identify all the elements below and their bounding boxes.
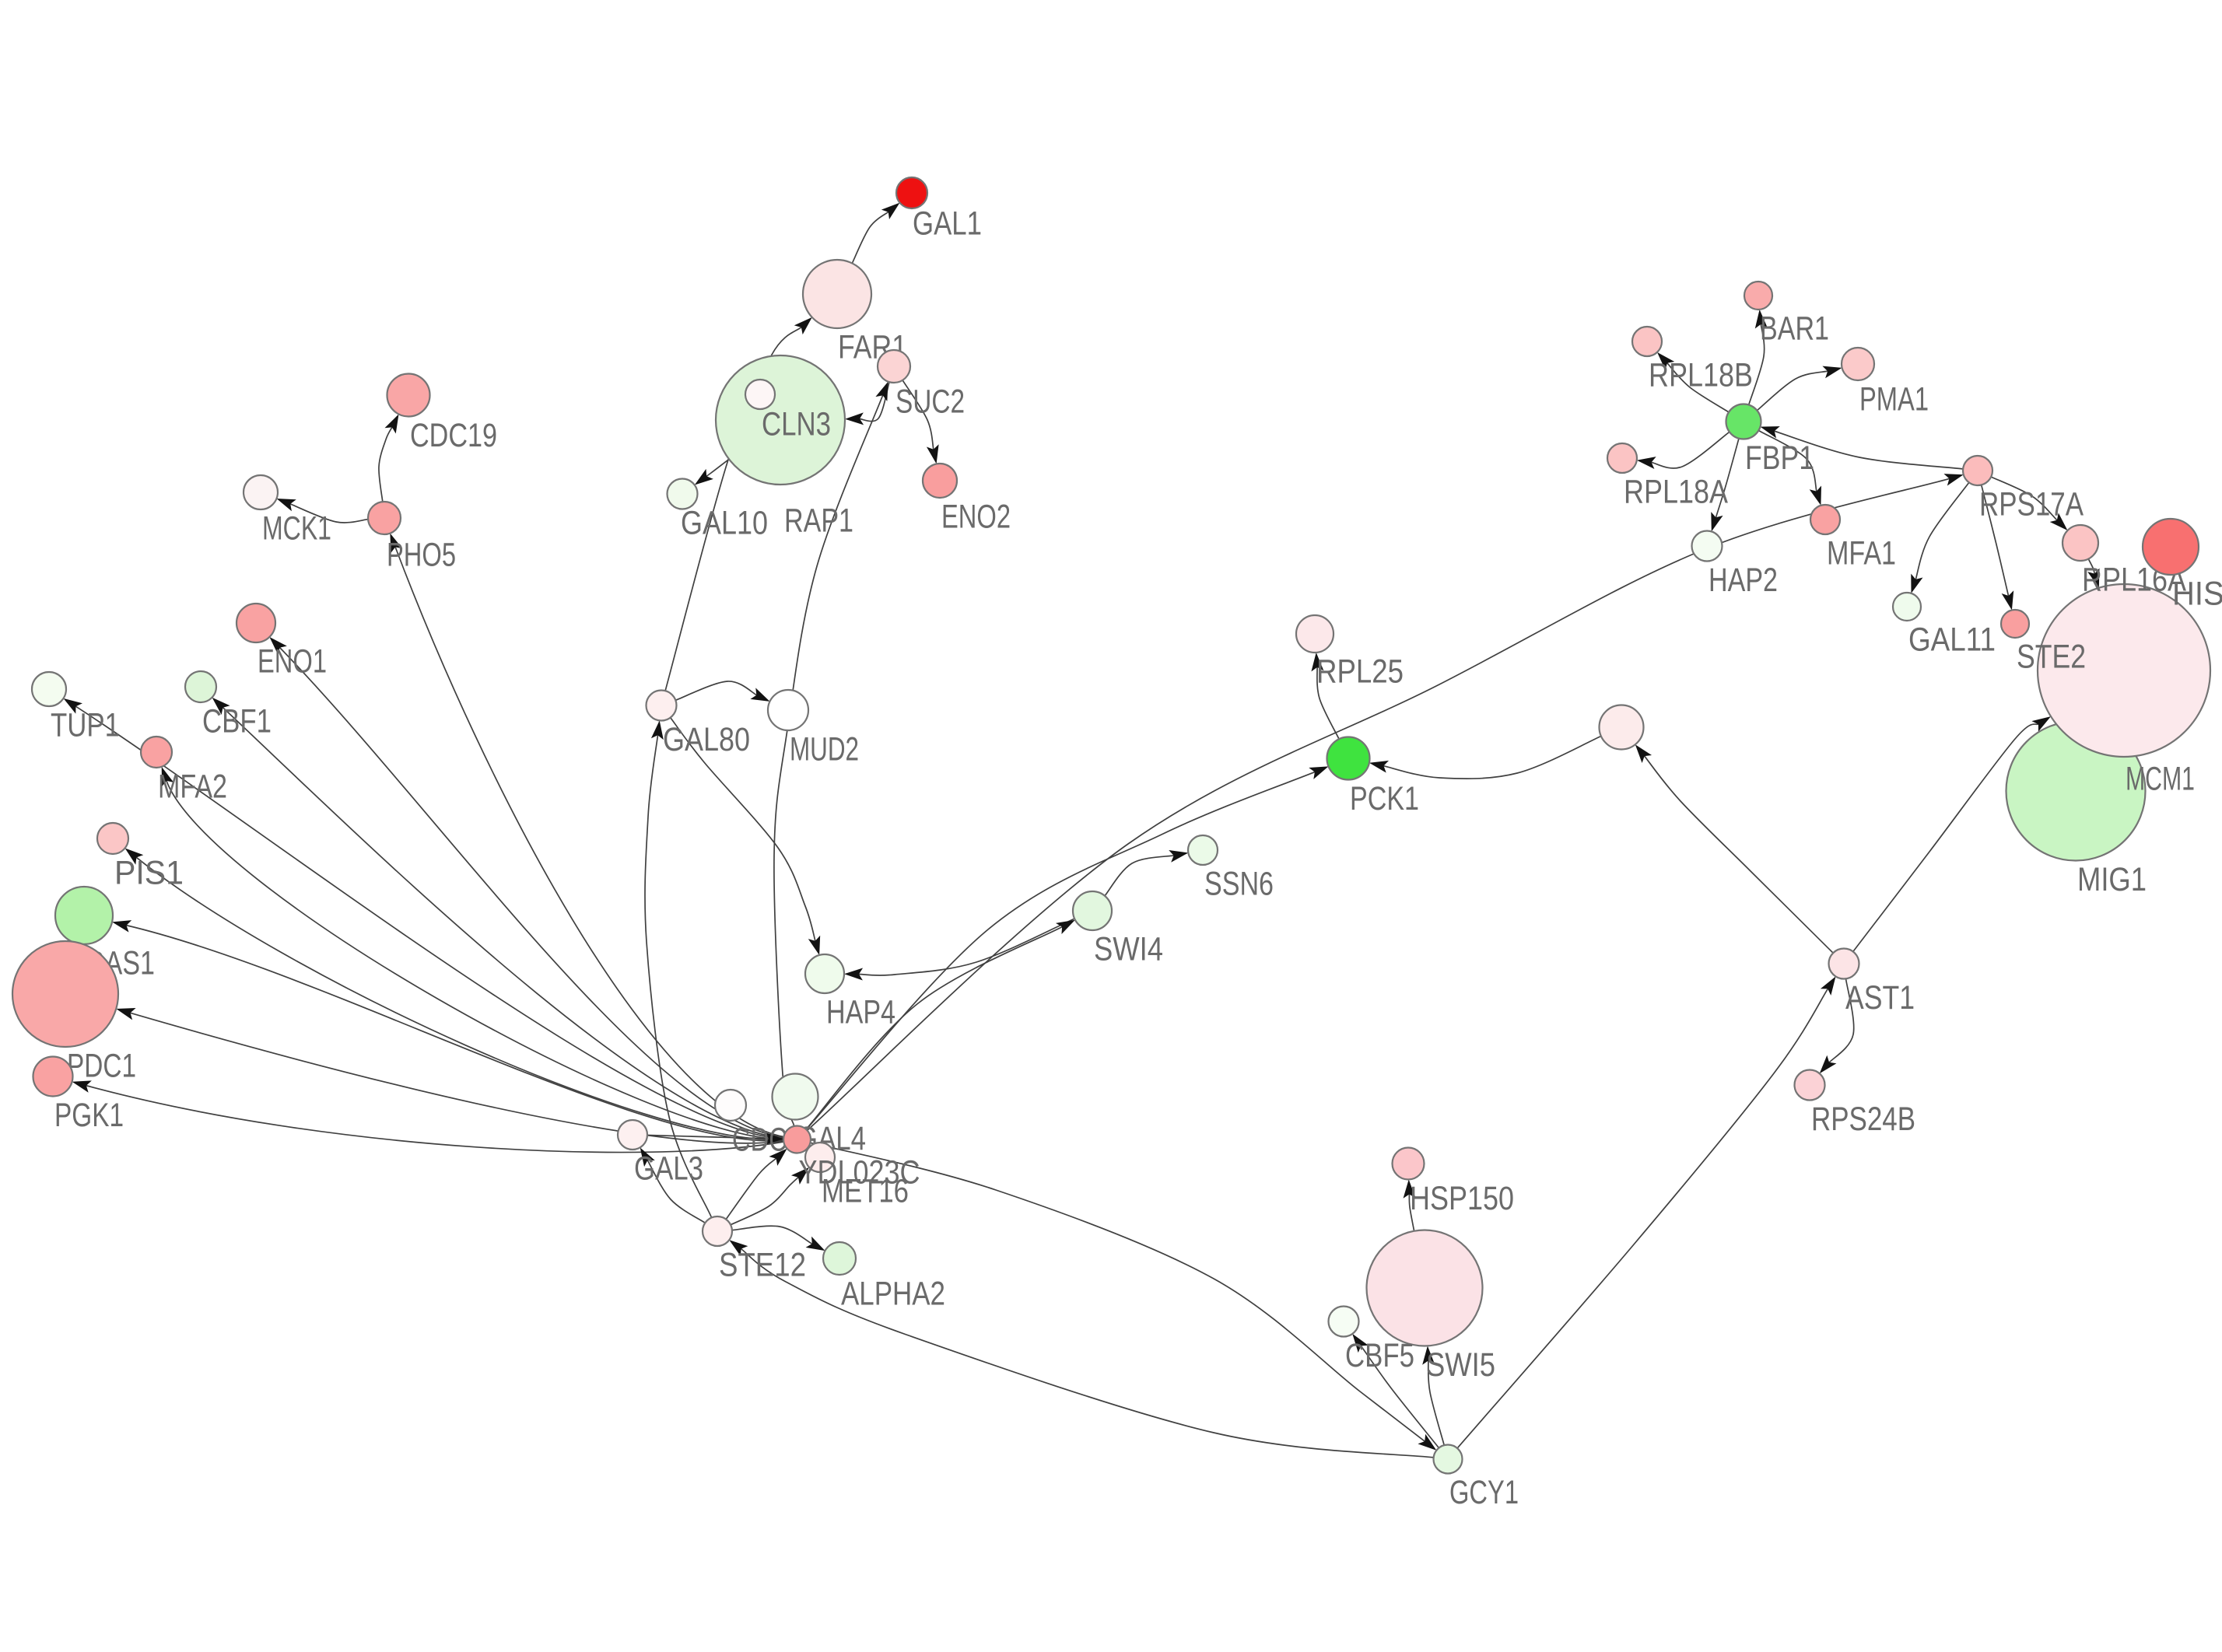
svg-text:CBF5: CBF5 — [1345, 1337, 1414, 1374]
svg-text:RPL18B: RPL18B — [1649, 357, 1753, 394]
svg-text:MCK1: MCK1 — [262, 510, 331, 548]
svg-text:GCY1: GCY1 — [1449, 1474, 1519, 1511]
svg-text:PIS1: PIS1 — [114, 855, 184, 892]
svg-text:CLN3: CLN3 — [762, 406, 831, 443]
svg-text:SWI5: SWI5 — [1426, 1346, 1495, 1384]
svg-text:MFA2: MFA2 — [158, 768, 227, 806]
svg-text:PGK1: PGK1 — [54, 1097, 124, 1134]
svg-text:SUC2: SUC2 — [895, 383, 965, 421]
svg-text:HAP4: HAP4 — [826, 994, 895, 1031]
svg-text:HSP150: HSP150 — [1410, 1180, 1514, 1217]
svg-text:GAL80: GAL80 — [663, 721, 750, 758]
svg-text:PHO5: PHO5 — [387, 537, 456, 574]
svg-text:ENO1: ENO1 — [258, 643, 327, 681]
svg-text:RAP1: RAP1 — [784, 502, 853, 540]
svg-text:TUP1: TUP1 — [51, 707, 120, 744]
svg-text:SWI4: SWI4 — [1094, 931, 1163, 968]
svg-text:GAL11: GAL11 — [1908, 621, 1996, 659]
svg-text:CBF1: CBF1 — [202, 703, 272, 740]
svg-text:ALPHA2: ALPHA2 — [841, 1276, 945, 1313]
svg-text:RPL25: RPL25 — [1316, 653, 1404, 691]
svg-text:GAL10: GAL10 — [681, 505, 768, 542]
svg-text:HAP2: HAP2 — [1709, 562, 1778, 599]
svg-text:GAL1: GAL1 — [913, 205, 982, 243]
svg-text:CDC19: CDC19 — [410, 417, 497, 454]
svg-text:MET16: MET16 — [822, 1173, 909, 1210]
svg-text:MCM1: MCM1 — [2126, 761, 2195, 798]
svg-text:RPL18A: RPL18A — [1624, 474, 1728, 511]
svg-text:STE12: STE12 — [719, 1247, 806, 1284]
svg-text:PDC1: PDC1 — [67, 1048, 136, 1085]
svg-text:PCK1: PCK1 — [1350, 780, 1419, 817]
svg-text:PMA1: PMA1 — [1859, 381, 1929, 418]
svg-text:FBP1: FBP1 — [1745, 439, 1814, 477]
svg-text:MIG1: MIG1 — [2077, 861, 2147, 898]
svg-text:HIS4: HIS4 — [2172, 576, 2222, 613]
svg-text:RPS17A: RPS17A — [1979, 486, 2084, 523]
svg-text:STE2: STE2 — [2017, 639, 2086, 676]
svg-text:BAR1: BAR1 — [1760, 310, 1829, 348]
svg-text:AST1: AST1 — [1845, 979, 1915, 1017]
svg-text:YDL023C: YDL023C — [799, 1154, 920, 1192]
svg-text:GAL3: GAL3 — [634, 1150, 703, 1188]
svg-text:SSN6: SSN6 — [1204, 866, 1274, 903]
svg-text:ENO2: ENO2 — [941, 499, 1011, 536]
svg-text:MUD2: MUD2 — [790, 731, 859, 768]
svg-text:RPS24B: RPS24B — [1811, 1101, 1915, 1138]
svg-text:MFA1: MFA1 — [1827, 535, 1896, 572]
